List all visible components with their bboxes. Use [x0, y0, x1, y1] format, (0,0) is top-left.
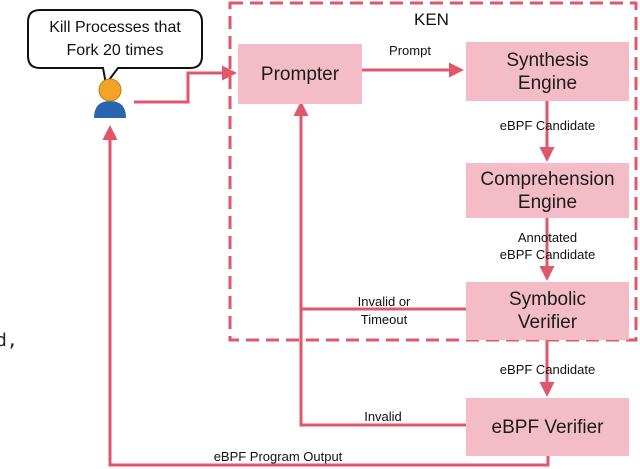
comprehension-label-line2: Engine	[517, 191, 578, 213]
synthesis-label-line2: Engine	[517, 72, 578, 94]
label-invalid-or: Invalid or	[357, 294, 411, 309]
label-ebpf-candidate-2: eBPF Candidate	[499, 362, 596, 377]
edge-user-to-prompter	[134, 65, 237, 104]
prompter-label: Prompter	[260, 63, 340, 85]
label-annotated-line2: eBPF Candidate	[499, 247, 596, 262]
edge-invalid	[293, 101, 466, 427]
comprehension-engine-box: Comprehension Engine	[466, 163, 629, 218]
speech-bubble	[27, 9, 203, 87]
comprehension-label-line1: Comprehension	[480, 168, 615, 190]
ken-container	[228, 1, 638, 342]
symbolic-label-line2: Verifier	[517, 312, 578, 333]
ebpf-verifier-box: eBPF Verifier	[466, 398, 629, 456]
left-edge-fragment: d,	[0, 330, 18, 351]
label-ebpf-candidate-1: eBPF Candidate	[499, 118, 596, 133]
ken-title: KEN	[414, 10, 449, 29]
user-request-line1: Kill Processes that	[49, 19, 181, 36]
ebpf-verifier-label: eBPF Verifier	[491, 416, 604, 438]
user-request-line2: Fork 20 times	[66, 42, 164, 59]
symbolic-verifier-box: Symbolic Verifier	[466, 282, 629, 340]
synthesis-engine-box: Synthesis Engine	[466, 42, 629, 101]
synthesis-label-line1: Synthesis	[506, 49, 589, 71]
label-program-output: eBPF Program Output	[213, 449, 343, 464]
symbolic-label-line1: Symbolic	[508, 289, 587, 310]
edge-program-output	[102, 125, 550, 467]
user-icon	[94, 78, 126, 118]
label-invalid: Invalid	[364, 409, 402, 424]
label-annotated-line1: Annotated	[517, 230, 578, 245]
prompter-box: Prompter	[238, 44, 362, 104]
label-timeout: Timeout	[360, 312, 408, 327]
label-prompt: Prompt	[389, 43, 431, 58]
